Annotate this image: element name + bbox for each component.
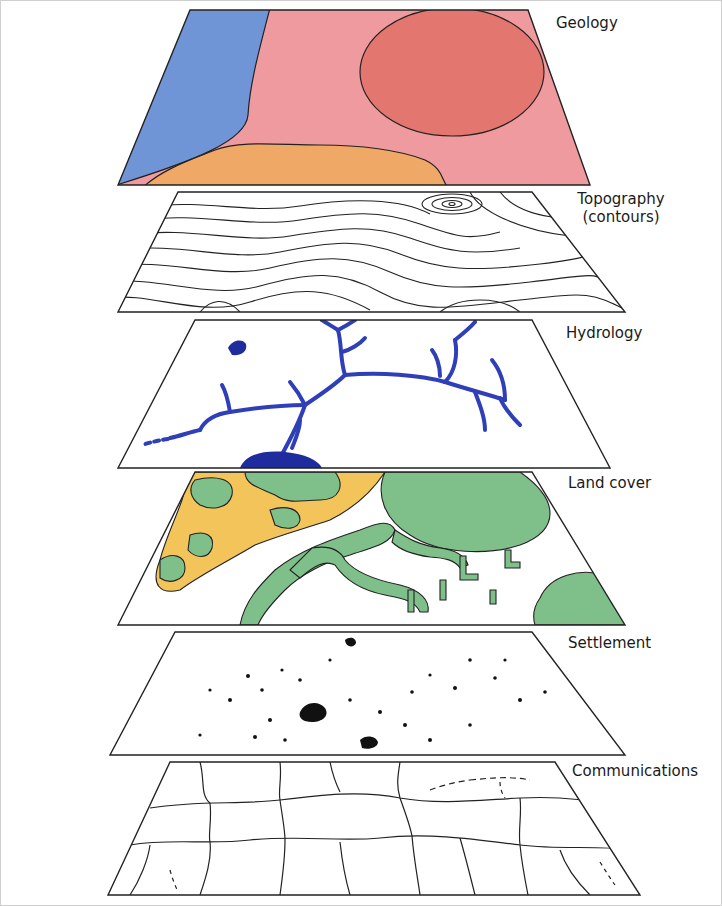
layer-label: Communications bbox=[572, 762, 698, 780]
land-cover-map bbox=[156, 472, 631, 625]
layer-label: Geology bbox=[556, 14, 618, 32]
layer-label: Hydrology bbox=[566, 324, 642, 342]
geology-map bbox=[100, 0, 620, 200]
settlement-dots bbox=[198, 638, 546, 749]
layer-label: Topography (contours) bbox=[566, 190, 676, 226]
layer-label: Settlement bbox=[568, 634, 651, 652]
layer-label: Land cover bbox=[568, 474, 651, 492]
contour-lines bbox=[110, 192, 630, 312]
road-network bbox=[130, 762, 630, 895]
river-network bbox=[145, 312, 520, 458]
lakes bbox=[228, 341, 322, 468]
